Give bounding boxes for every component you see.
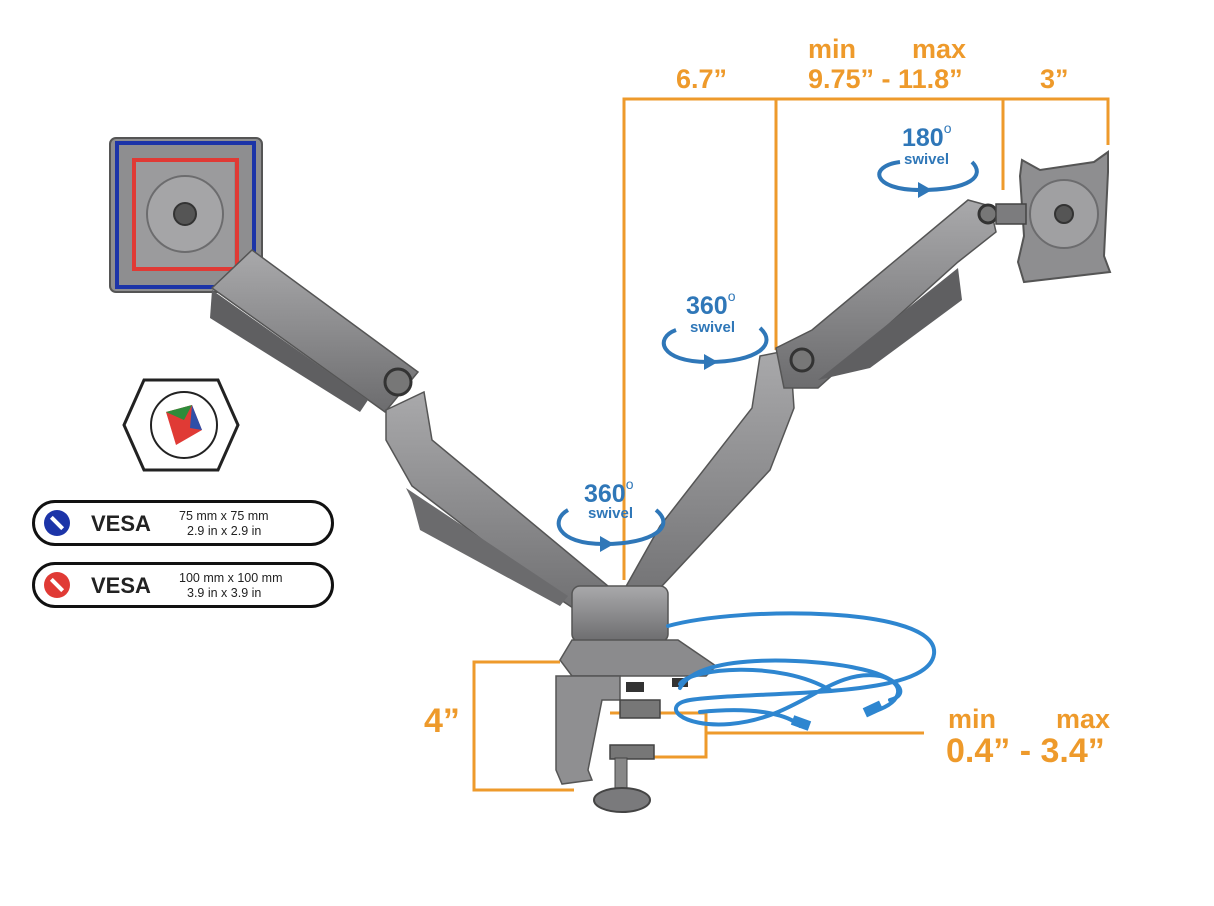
swivel-360-upper-word: swivel xyxy=(690,319,736,336)
vesa-75-label: VESA xyxy=(91,511,151,536)
extension-range-label: 9.75” - 11.8” xyxy=(808,64,963,94)
extension-max-label: max xyxy=(912,34,967,64)
desk-range-label: 0.4” - 3.4” xyxy=(946,732,1105,770)
right-monitor-plate-icon xyxy=(995,150,1112,284)
left-upper-arm xyxy=(210,249,420,414)
swivel-180-word: swivel xyxy=(904,151,950,168)
swivel-360-lower-word: swivel xyxy=(588,505,634,522)
vesa-badge-icon xyxy=(122,378,240,472)
top-left-span-label: 6.7” xyxy=(676,64,728,94)
vesa-75-pill: VESA 75 mm x 75 mm 2.9 in x 2.9 in xyxy=(32,500,334,546)
plate-offset-label: 3” xyxy=(1040,64,1069,94)
vesa-100-imperial: 3.9 in x 3.9 in xyxy=(187,586,262,600)
vesa-75-metric: 75 mm x 75 mm xyxy=(179,509,269,523)
vesa-75-outline xyxy=(115,141,256,289)
vesa-100-dot-icon xyxy=(44,572,70,598)
vesa-100-outline xyxy=(132,158,239,271)
swivel-180-degrees: 180o xyxy=(902,120,952,152)
dimension-lines xyxy=(472,97,1110,792)
right-upper-arm xyxy=(775,199,999,389)
extension-min-label: min xyxy=(808,34,857,64)
left-monitor-plate-icon xyxy=(109,137,263,293)
vesa-75-imperial: 2.9 in x 2.9 in xyxy=(187,524,262,538)
clamp-height-label: 4” xyxy=(424,702,460,740)
usb-cable-icon xyxy=(666,611,937,728)
vesa-75-dot-icon xyxy=(44,510,70,536)
vesa-100-metric: 100 mm x 100 mm xyxy=(179,571,283,585)
desk-min-label: min xyxy=(948,704,997,734)
swivel-arrowheads xyxy=(600,182,932,552)
vesa-100-pill: VESA 100 mm x 100 mm 3.9 in x 3.9 in xyxy=(32,562,334,608)
vesa-100-label: VESA xyxy=(91,573,151,598)
swivel-360-upper-degrees: 360o xyxy=(686,288,736,320)
usb-plugs xyxy=(790,700,884,731)
desk-max-label: max xyxy=(1056,704,1111,734)
base-clamp xyxy=(555,585,718,813)
swivel-360-lower-degrees: 360o xyxy=(584,476,634,508)
